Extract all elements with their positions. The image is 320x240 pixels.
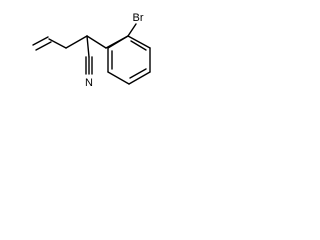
ring-bond-4: [107, 71, 130, 85]
bond-ch-cnc: [86, 35, 90, 58]
bond-allyl-c2-c3: [48, 38, 67, 49]
ring-bond-6: [107, 35, 129, 49]
nitrogen-label: N: [85, 77, 93, 89]
ring-inner-2: [129, 68, 147, 79]
bond-allyl-c3-ch: [65, 35, 88, 49]
structure-diagram: Br N: [32, 12, 151, 89]
ring-bond-3: [128, 71, 151, 85]
bromine-label: Br: [133, 12, 144, 24]
bond-ch-ch2: [86, 35, 107, 49]
bond-vinyl-double-a: [32, 36, 49, 46]
ring-bond-1: [127, 35, 151, 49]
bond-ring-br: [127, 23, 137, 37]
ring-inner-1: [130, 40, 147, 51]
bond-vinyl-double-b: [35, 41, 52, 51]
